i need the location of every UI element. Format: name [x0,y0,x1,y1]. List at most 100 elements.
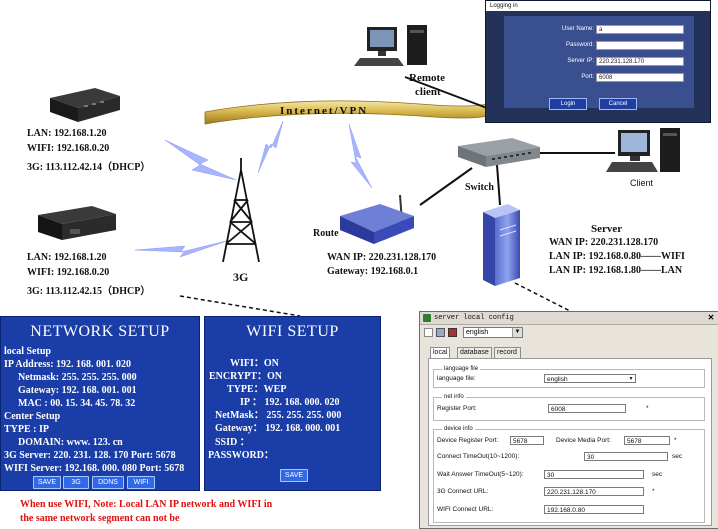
wifi-gateway: Gateway： 192. 168. 000. 001 [215,423,341,434]
switch-icon [458,138,540,167]
client-label: Client [630,178,654,188]
wifi-encrypt: ENCRYPT：ON [209,371,282,382]
password-label: Password: [565,42,594,48]
route-gateway: Gateway: 192.168.0.1 [327,266,419,277]
language-select-value: english [466,329,489,336]
dvr2-lan: LAN: 192.168.1.20 [27,252,107,263]
mac: MAC : 00. 15. 34. 45. 78. 32 [18,398,136,409]
document-icon[interactable] [424,328,433,337]
network-ddns-button[interactable]: DDNS [92,476,124,489]
route-wan-ip: WAN IP: 220.231.128.170 [327,252,437,263]
connect-timeout-label: Connect TimeOut(10~1200): [437,453,520,460]
chevron-down-icon[interactable]: ▼ [628,376,634,382]
dvr1-wifi: WIFI: 192.168.0.20 [27,143,110,154]
wifi-status: WIFI：ON [230,358,279,369]
center-type: TYPE : IP [4,424,49,435]
wifi-connect-url-label: WIFI Connect URL: [437,506,494,513]
connect-timeout-field[interactable]: 30 [584,452,668,461]
wifi-ip: IP ： 192. 168. 000. 020 [240,397,340,408]
dvr1-3g: 3G: 113.112.42.14（DHCP） [27,162,151,173]
wait-timeout-label: Wait Answer TimeOut(5~120): [437,471,524,478]
language-file-group: language file language file: english ▼ [433,366,705,388]
dvr-panel-link [179,295,301,317]
remote-client-label-line2: client [415,86,441,98]
network-3g-button[interactable]: 3G [63,476,89,489]
register-port-label: Register Port: [437,405,477,412]
server-lan-ip-lan: LAN IP: 192.168.1.80——LAN [549,265,683,276]
route-switch-link [419,167,473,206]
server-ip-label: Server IP: [567,58,594,64]
wireless-links [134,120,373,258]
wifi-save-button[interactable]: SAVE [280,469,308,482]
switch-server-link [496,164,501,206]
wait-timeout-field[interactable]: 30 [544,470,644,479]
device-register-port-field[interactable]: 5678 [510,436,544,445]
device-media-port-required: * [674,437,677,444]
router-icon [340,194,414,244]
internet-vpn-label: Internet/VPN [280,105,369,117]
cancel-button[interactable]: Cancel [599,98,637,110]
user-name-label: User Name: [561,26,594,32]
port-label: Port: [581,74,594,80]
remote-client-link [404,76,488,109]
wifi-server: WIFI Server: 192.168. 000. 080 Port: 567… [4,463,185,474]
net-info-group-title: net info [442,394,466,400]
client-pc-icon [606,128,680,172]
server-wan-ip: WAN IP: 220.231.128.170 [549,237,659,248]
tab-local[interactable]: local [430,347,451,358]
tower-3g-icon [222,158,260,263]
language-file-select[interactable]: english ▼ [544,374,636,383]
app-icon [423,314,431,322]
login-dialog: Logging in User Name: a Password: Server… [485,0,711,123]
wifi-note-line2: the same network segment can not be [20,513,180,524]
language-file-value: english [547,376,568,383]
device-info-group-title: device info [442,426,475,432]
device-register-port-label: Device Register Port: [437,437,499,444]
wifi-setup-title: WIFI SETUP [246,323,339,340]
register-port-field[interactable]: 6008 [548,404,626,413]
language-file-label: language file: [437,375,476,382]
server-ip-field[interactable]: 220.231.128.170 [596,57,684,66]
tower-3g-label: 3G [233,270,249,284]
dvr-device-1-icon [50,88,120,122]
wifi-netmask: NetMask： 255. 255. 255. 000 [215,410,342,421]
login-dialog-title: Logging in [486,1,710,11]
pencil-icon[interactable] [436,328,445,337]
user-name-field[interactable]: a [596,25,684,34]
domain: DOMAIN: www. 123. cn [18,437,123,448]
server-3g: 3G Server: 220. 231. 128. 170 Port: 5678 [4,450,176,461]
port-field[interactable]: 6008 [596,73,684,82]
close-icon[interactable]: ✕ [707,313,715,322]
device-media-port-field[interactable]: 5678 [624,436,670,445]
gateway: Gateway: 192. 168. 001. 001 [18,385,137,396]
language-select[interactable]: english ▼ [463,327,523,338]
server-local-config-window: server local config ✕ english ▼ local da… [419,311,718,529]
ip-address: IP Address: 192. 168. 001. 020 [4,359,132,370]
network-save-button[interactable]: SAVE [33,476,61,489]
login-button[interactable]: Login [549,98,587,110]
network-wifi-button[interactable]: WIFI [127,476,155,489]
server-title-label: Server [591,223,623,235]
config-window-titlebar: server local config [420,312,718,325]
net-info-group: net info Register Port: 6008 * [433,394,705,421]
wifi-type: TYPE：WEP [227,384,287,395]
flag-icon[interactable] [448,328,457,337]
network-setup-panel: NETWORK SETUP local Setup IP Address: 19… [0,316,200,491]
tab-database[interactable]: database [457,347,492,358]
password-field[interactable] [596,41,684,50]
server-lan-ip-wifi: LAN IP: 192.168.0.80——WIFI [549,251,685,262]
local-setup-heading: local Setup [4,346,51,357]
wifi-connect-url-field[interactable]: 192.168.0.80 [544,505,644,514]
tab-record-control[interactable]: record control [494,347,521,366]
wifi-password: PASSWORD： [208,450,274,461]
register-port-required: * [646,405,649,412]
wifi-setup-panel: WIFI SETUP WIFI：ON ENCRYPT：ON TYPE：WEP I… [204,316,381,491]
wifi-ssid: SSID ： [215,437,250,448]
dvr2-wifi: WIFI: 192.168.0.20 [27,267,110,278]
dvr2-3g: 3G: 113.112.42.15（DHCP） [27,286,151,297]
chevron-down-icon[interactable]: ▼ [512,328,522,337]
connect-url-3g-field[interactable]: 220.231.128.170 [544,487,644,496]
connect-timeout-unit: sec [672,453,683,460]
network-setup-title: NETWORK SETUP [30,323,170,340]
